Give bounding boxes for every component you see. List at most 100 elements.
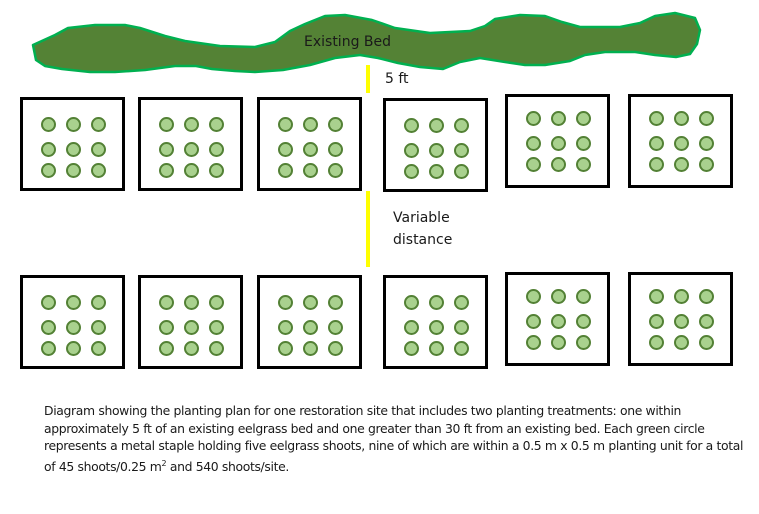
caption-text-end: and 540 shoots/site. [166,458,289,474]
staple-circle [328,295,343,310]
staple-circle [454,320,469,335]
staple-circle [576,335,591,350]
staple-circle [278,163,293,178]
staple-circle [184,163,199,178]
variable-distance-label-line1: Variable [393,210,450,226]
staple-circle [699,314,714,329]
figure-caption: Diagram showing the planting plan for on… [44,402,744,476]
near-treatment-unit [20,97,125,191]
staple-circle [551,314,566,329]
staple-circle [699,157,714,172]
staple-circle [91,142,106,157]
staple-circle [328,320,343,335]
staple-circle [303,142,318,157]
staple-circle [209,295,224,310]
staple-circle [404,118,419,133]
caption-superscript: 2 [161,458,167,468]
near-distance-marker [366,65,370,93]
far-treatment-unit [383,275,488,369]
staple-circle [551,157,566,172]
staple-circle [649,289,664,304]
staple-circle [91,163,106,178]
staple-circle [159,117,174,132]
staple-circle [551,136,566,151]
staple-circle [91,341,106,356]
near-distance-label: 5 ft [385,71,409,87]
staple-circle [184,142,199,157]
staple-circle [454,164,469,179]
staple-circle [674,335,689,350]
staple-circle [91,320,106,335]
staple-circle [551,289,566,304]
variable-distance-label-line2: distance [393,232,453,248]
staple-circle [526,335,541,350]
staple-circle [454,295,469,310]
staple-circle [278,341,293,356]
staple-circle [404,143,419,158]
staple-circle [303,341,318,356]
staple-circle [551,335,566,350]
staple-circle [429,143,444,158]
staple-circle [649,111,664,126]
staple-circle [674,289,689,304]
staple-circle [303,320,318,335]
staple-circle [41,320,56,335]
staple-circle [209,142,224,157]
staple-circle [159,163,174,178]
staple-circle [429,295,444,310]
staple-circle [209,163,224,178]
staple-circle [66,295,81,310]
staple-circle [454,118,469,133]
staple-circle [159,295,174,310]
staple-circle [328,341,343,356]
caption-text: Diagram showing the planting plan for on… [44,403,744,474]
bed-shape [31,11,702,74]
staple-circle [328,117,343,132]
staple-circle [526,314,541,329]
staple-circle [209,341,224,356]
staple-circle [91,117,106,132]
staple-circle [674,111,689,126]
far-treatment-unit [20,275,125,369]
staple-circle [674,314,689,329]
staple-circle [404,320,419,335]
staple-circle [41,341,56,356]
staple-circle [303,295,318,310]
staple-circle [429,341,444,356]
staple-circle [649,157,664,172]
staple-circle [429,320,444,335]
staple-circle [429,164,444,179]
far-treatment-unit [138,275,243,369]
staple-circle [649,335,664,350]
staple-circle [278,295,293,310]
staple-circle [404,295,419,310]
staple-circle [328,142,343,157]
staple-circle [184,320,199,335]
staple-circle [526,157,541,172]
far-treatment-unit [628,272,733,366]
staple-circle [429,118,444,133]
staple-circle [209,117,224,132]
staple-circle [576,136,591,151]
near-treatment-unit [257,97,362,191]
staple-circle [41,163,56,178]
staple-circle [66,320,81,335]
staple-circle [66,117,81,132]
staple-circle [674,157,689,172]
staple-circle [649,136,664,151]
near-treatment-unit [138,97,243,191]
staple-circle [699,335,714,350]
far-treatment-unit [505,272,610,366]
staple-circle [526,136,541,151]
far-treatment-unit [257,275,362,369]
staple-circle [209,320,224,335]
staple-circle [576,157,591,172]
staple-circle [278,117,293,132]
staple-circle [674,136,689,151]
existing-bed-label: Existing Bed [304,34,392,50]
staple-circle [91,295,106,310]
near-treatment-unit [505,94,610,188]
staple-circle [404,341,419,356]
staple-circle [66,163,81,178]
staple-circle [278,320,293,335]
